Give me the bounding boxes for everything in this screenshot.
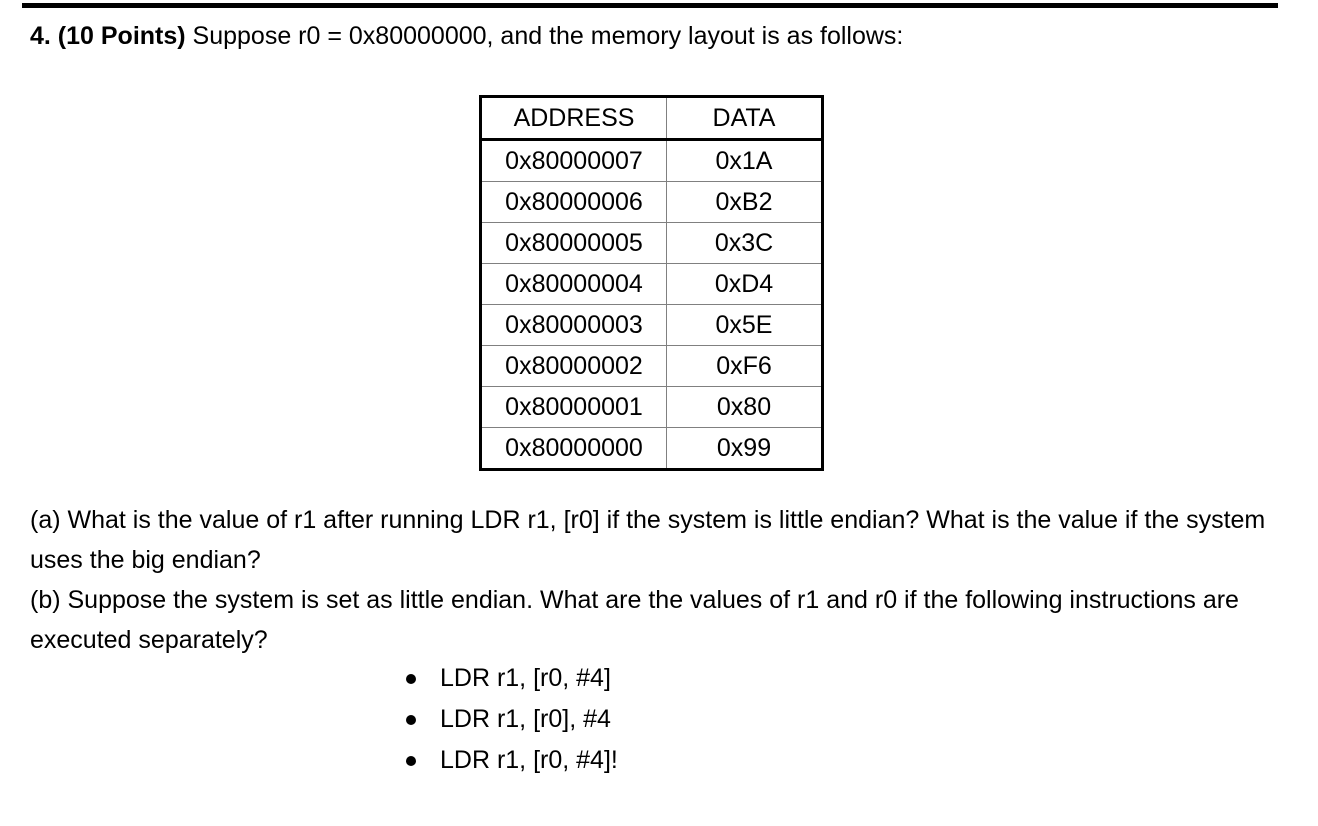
cell-address: 0x80000004: [479, 263, 667, 305]
bullet-icon: [406, 715, 416, 725]
cell-address: 0x80000001: [479, 386, 667, 428]
cell-address: 0x80000003: [479, 304, 667, 346]
list-item: LDR r1, [r0], #4: [402, 699, 618, 740]
bullet-icon: [406, 756, 416, 766]
question-stem: Suppose r0 = 0x80000000, and the memory …: [185, 22, 904, 50]
instruction-list: LDR r1, [r0, #4] LDR r1, [r0], #4 LDR r1…: [402, 658, 618, 781]
page-top-divider: [22, 3, 1278, 8]
instruction-text: LDR r1, [r0], #4: [440, 705, 611, 733]
question-part-a: (a) What is the value of r1 after runnin…: [30, 506, 1266, 574]
table-row: 0x80000007 0x1A: [479, 139, 824, 182]
cell-data: 0x5E: [666, 304, 824, 346]
cell-data: 0xD4: [666, 263, 824, 305]
cell-data: 0x99: [666, 427, 824, 471]
column-header-address: ADDRESS: [479, 95, 667, 141]
cell-address: 0x80000006: [479, 181, 667, 223]
cell-address: 0x80000000: [479, 427, 667, 471]
column-header-data: DATA: [666, 95, 824, 141]
cell-data: 0x1A: [666, 139, 824, 182]
instruction-text: LDR r1, [r0, #4]: [440, 664, 611, 692]
instruction-text: LDR r1, [r0, #4]!: [440, 746, 618, 774]
memory-table-body: ADDRESS DATA 0x80000007 0x1A 0x80000006 …: [479, 95, 824, 471]
cell-data: 0x80: [666, 386, 824, 428]
cell-data: 0x3C: [666, 222, 824, 264]
table-row: 0x80000000 0x99: [479, 427, 824, 471]
table-row: 0x80000005 0x3C: [479, 222, 824, 264]
cell-address: 0x80000005: [479, 222, 667, 264]
question-number-points: 4. (10 Points): [30, 22, 186, 50]
memory-layout-table: ADDRESS DATA 0x80000007 0x1A 0x80000006 …: [479, 95, 824, 471]
question-part-b: (b) Suppose the system is set as little …: [30, 586, 1239, 654]
list-item: LDR r1, [r0, #4]: [402, 658, 618, 699]
cell-address: 0x80000007: [479, 139, 667, 182]
list-item: LDR r1, [r0, #4]!: [402, 740, 618, 781]
table-row: 0x80000006 0xB2: [479, 181, 824, 223]
cell-address: 0x80000002: [479, 345, 667, 387]
table-row: 0x80000002 0xF6: [479, 345, 824, 387]
table-row: 0x80000004 0xD4: [479, 263, 824, 305]
table-row: 0x80000001 0x80: [479, 386, 824, 428]
table-row: 0x80000003 0x5E: [479, 304, 824, 346]
question-heading: 4. (10 Points) Suppose r0 = 0x80000000, …: [30, 19, 1280, 53]
cell-data: 0xB2: [666, 181, 824, 223]
bullet-icon: [406, 674, 416, 684]
cell-data: 0xF6: [666, 345, 824, 387]
table-header-row: ADDRESS DATA: [479, 95, 824, 141]
